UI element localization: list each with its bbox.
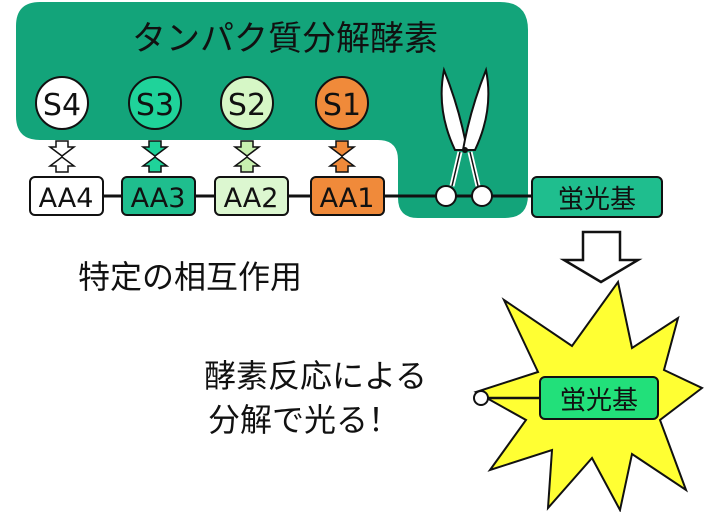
residue-aa2-label: AA2 — [224, 183, 279, 214]
fluorophore-label: 蛍光基 — [558, 185, 636, 215]
interaction-label: 特定の相互作用 — [78, 258, 302, 296]
subsite-s1-label: S1 — [323, 88, 361, 123]
residue-aa1: AA1 — [310, 176, 385, 216]
fluorophore-bright-box: 蛍光基 — [539, 376, 659, 420]
residue-aa4-label: AA4 — [39, 183, 94, 214]
subsite-s1: S1 — [315, 76, 369, 130]
scissors-icon — [435, 66, 493, 207]
fluorophore-box: 蛍光基 — [531, 176, 663, 218]
residue-aa1-label: AA1 — [320, 183, 375, 214]
residue-aa3-label: AA3 — [131, 183, 186, 214]
fluorophore-bright-label: 蛍光基 — [560, 386, 638, 416]
residue-aa3: AA3 — [121, 176, 196, 216]
interaction-arrow-4 — [47, 140, 77, 173]
interaction-arrow-2 — [232, 140, 262, 173]
subsite-s2-label: S2 — [228, 88, 266, 123]
description-line-1: 酵素反応による — [204, 357, 427, 395]
interaction-arrow-1 — [327, 140, 357, 173]
interaction-arrow-3 — [140, 140, 170, 173]
description-line-2: 分解で光る！ — [208, 401, 400, 439]
down-arrow-icon — [559, 230, 643, 284]
residue-aa4: AA4 — [29, 176, 104, 216]
subsite-s2: S2 — [220, 76, 274, 130]
residue-aa2: AA2 — [214, 176, 289, 216]
subsite-s4: S4 — [35, 76, 89, 130]
enzyme-title: タンパク質分解酵素 — [132, 19, 438, 59]
connector-end — [473, 390, 489, 406]
subsite-s3-label: S3 — [136, 88, 174, 123]
subsite-s4-label: S4 — [43, 88, 81, 123]
subsite-s3: S3 — [128, 76, 182, 130]
